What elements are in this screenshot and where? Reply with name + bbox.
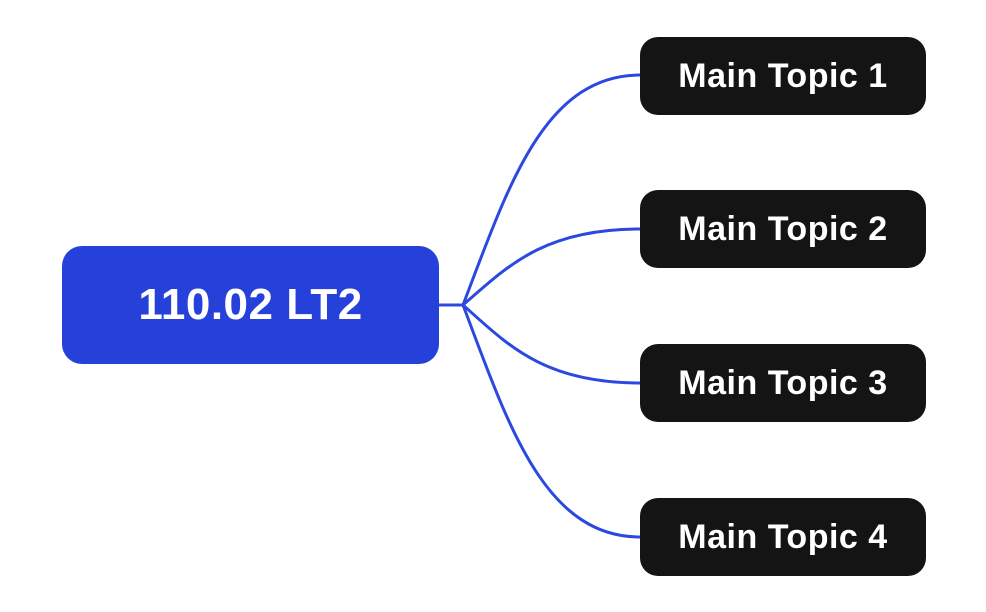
topic-node-1[interactable]: Main Topic 1	[640, 37, 926, 115]
root-node-label: 110.02 LT2	[138, 280, 363, 329]
connector-topic-1	[461, 73, 642, 307]
topic-node-4[interactable]: Main Topic 4	[640, 498, 926, 576]
connector-topic-4	[461, 303, 642, 539]
topic-node-2[interactable]: Main Topic 2	[640, 190, 926, 268]
topic-node-1-label: Main Topic 1	[678, 56, 888, 95]
root-node[interactable]: 110.02 LT2	[62, 246, 439, 364]
connector-topic-2	[461, 227, 642, 307]
topic-node-3-label: Main Topic 3	[678, 363, 888, 402]
topic-node-2-label: Main Topic 2	[678, 209, 888, 248]
topic-node-4-label: Main Topic 4	[678, 517, 888, 556]
topic-node-3[interactable]: Main Topic 3	[640, 344, 926, 422]
connector-topic-3	[461, 303, 642, 385]
